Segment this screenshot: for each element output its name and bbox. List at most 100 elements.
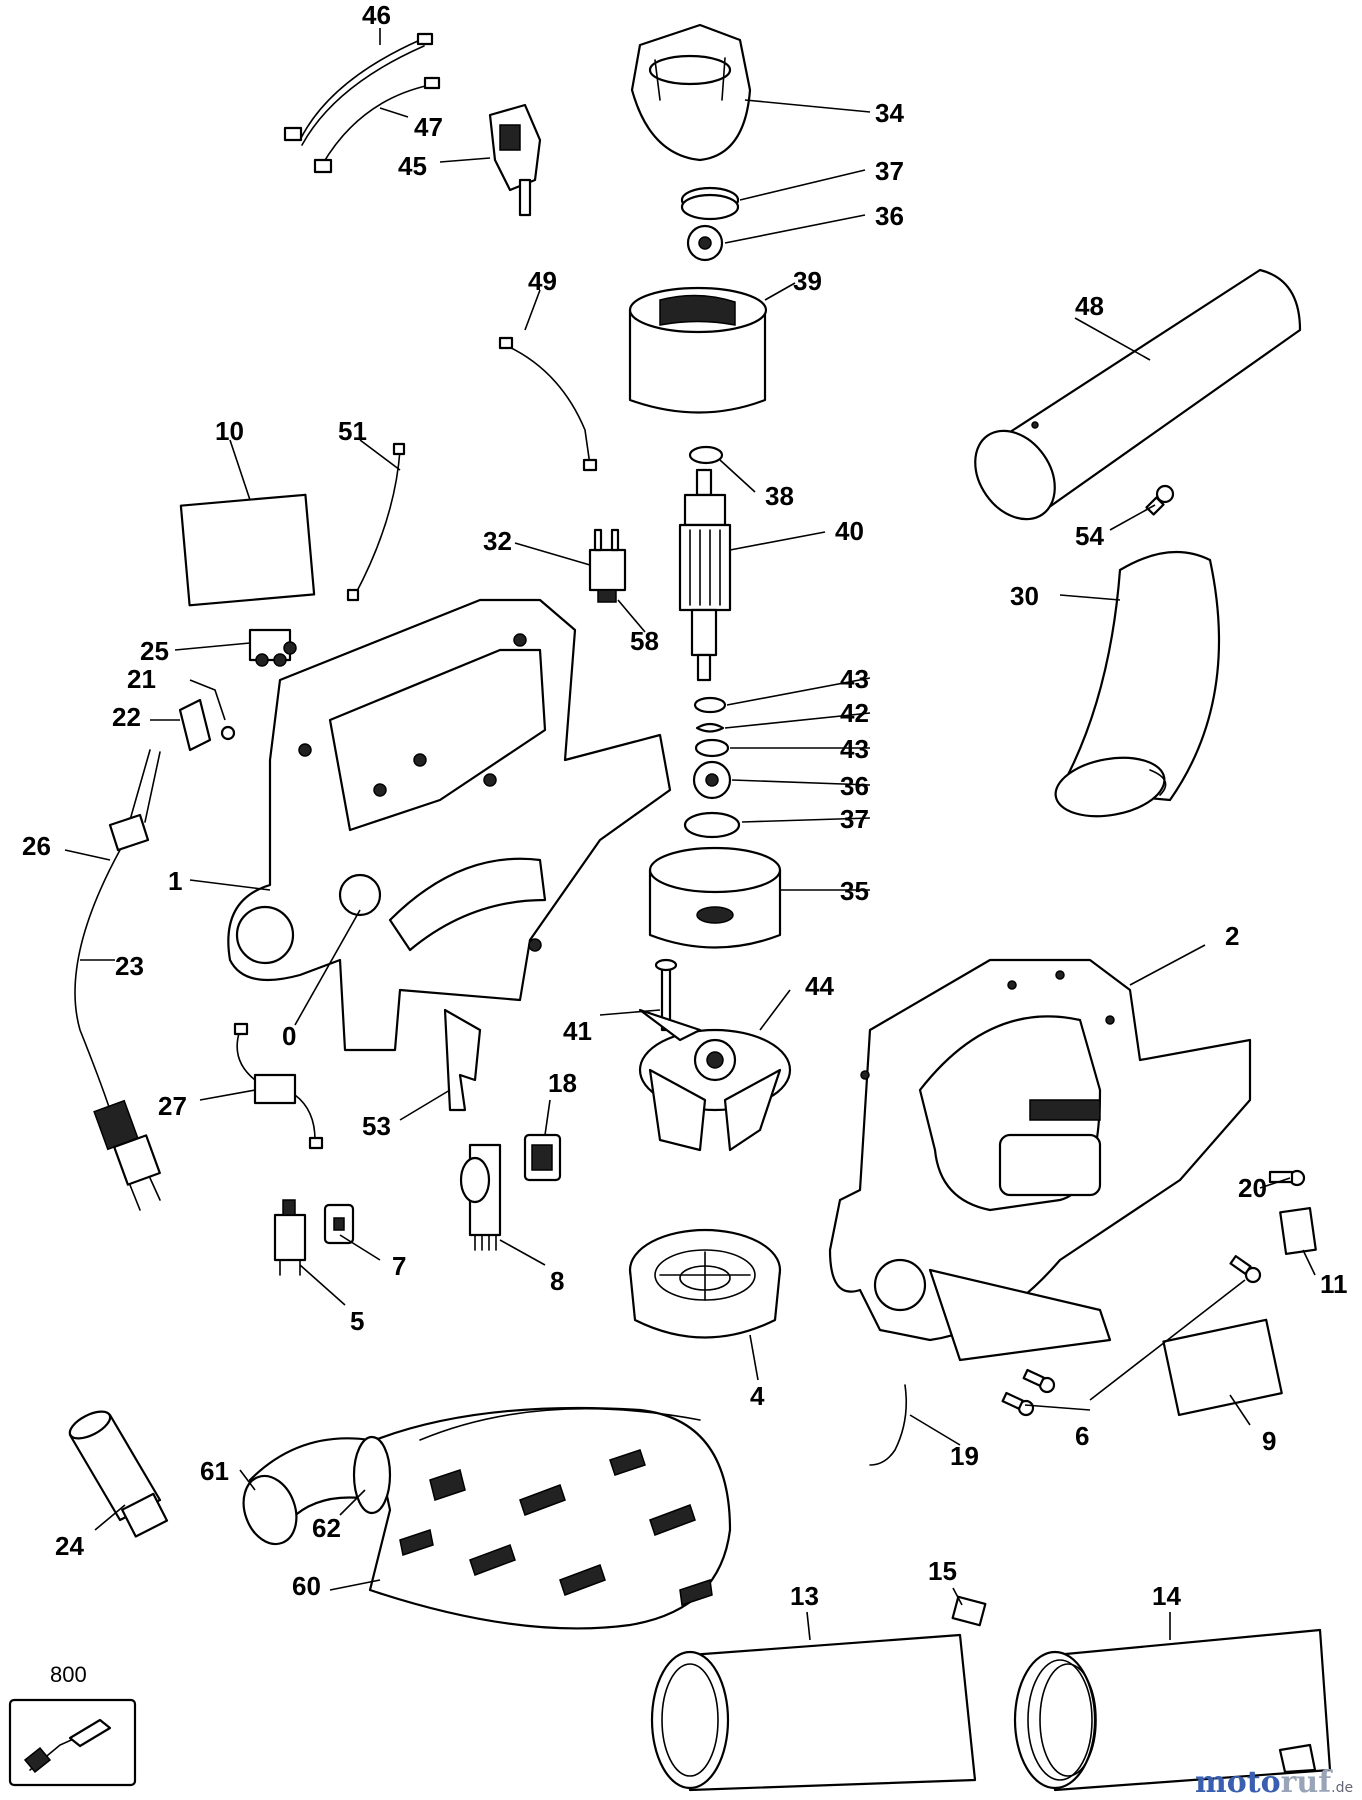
label-13: 13: [790, 1581, 819, 1611]
label-40: 40: [835, 516, 864, 546]
wire-49-icon: [504, 344, 591, 466]
label-51: 51: [338, 416, 367, 446]
label-18: 18: [548, 1068, 577, 1098]
blower-tube-icon: [974, 268, 1302, 521]
label-54: 54: [1075, 521, 1104, 551]
watermark-tld: .de: [1331, 1780, 1353, 1796]
part-drawings: [8, 23, 1332, 1792]
wire-19-icon: [869, 1384, 908, 1466]
label-800: 800: [50, 1662, 87, 1687]
label-58: 58: [630, 626, 659, 656]
label-34: 34: [875, 98, 904, 128]
bearing-bottom-icon: [683, 811, 741, 839]
label-5: 5: [350, 1306, 364, 1336]
watermark: motoruf.de: [1195, 1765, 1353, 1800]
label-4: 4: [750, 1381, 765, 1411]
clip-42-icon: [695, 722, 725, 733]
leader-lines: [64, 28, 1316, 1641]
label-61: 61: [200, 1456, 229, 1486]
label-19: 19: [950, 1441, 979, 1471]
housing-left-icon: [227, 598, 672, 1052]
switch-board-8-icon: [459, 1143, 502, 1251]
label-44: 44: [805, 971, 834, 1001]
switch-module-27-icon: [233, 1022, 324, 1150]
label-37-top: 37: [875, 156, 904, 186]
label-27: 27: [158, 1091, 187, 1121]
screw-54-icon: [1145, 484, 1175, 516]
label-45: 45: [398, 151, 427, 181]
label-32: 32: [483, 526, 512, 556]
bend-tube-icon: [1054, 550, 1221, 818]
label-15: 15: [928, 1556, 957, 1586]
screw-20-icon: [1268, 1169, 1306, 1187]
label-48: 48: [1075, 291, 1104, 321]
label-39: 39: [793, 266, 822, 296]
label-36-top: 36: [875, 201, 904, 231]
label-6: 6: [1075, 1421, 1089, 1451]
terminal-block-icon: [248, 628, 297, 667]
label-24: 24: [55, 1531, 84, 1561]
collection-bag-icon: [242, 1406, 732, 1630]
label-60: 60: [292, 1571, 321, 1601]
motor-cap-icon: [630, 23, 752, 162]
label-11-icon: [1279, 1207, 1317, 1255]
switch-5-icon: [273, 1199, 307, 1276]
label-53: 53: [362, 1111, 391, 1141]
fan-icon: [638, 1008, 792, 1152]
label-30: 30: [1010, 581, 1039, 611]
label-42: 42: [840, 698, 869, 728]
cord-clamp-icon: [178, 698, 236, 752]
screws-6-icon: [1001, 1255, 1262, 1417]
label-62: 62: [312, 1513, 341, 1543]
label-10: 10: [215, 416, 244, 446]
label-8: 8: [550, 1266, 564, 1296]
label-25: 25: [140, 636, 169, 666]
wire-46-47-icon: [283, 32, 441, 174]
label-37-bottom: 37: [840, 804, 869, 834]
field-coil-icon: [628, 286, 768, 414]
label-7: 7: [392, 1251, 406, 1281]
callout-labels: 46 47 45 34 37 36 39 49 48 10 51 38 40 5…: [22, 0, 1348, 1687]
washer-38-icon: [688, 445, 724, 465]
label-47: 47: [414, 112, 443, 142]
fan-cover-icon: [628, 1228, 782, 1339]
label-14: 14: [1152, 1581, 1181, 1611]
brush-holder-icon: [488, 103, 542, 217]
label-15-icon: [951, 1595, 987, 1627]
inset-800-icon: [8, 1698, 137, 1787]
label-9-icon: [1162, 1318, 1283, 1417]
label-49: 49: [528, 266, 557, 296]
nozzle-24-icon: [68, 1410, 169, 1538]
tube-14-icon: [1013, 1628, 1332, 1792]
tube-13-icon: [650, 1633, 977, 1792]
label-9: 9: [1262, 1426, 1276, 1456]
label-43-a: 43: [840, 664, 869, 694]
wire-51-icon: [354, 449, 401, 596]
label-38: 38: [765, 481, 794, 511]
label-23: 23: [115, 951, 144, 981]
label-26: 26: [22, 831, 51, 861]
label-1: 1: [168, 866, 182, 896]
bearing-housing-icon: [648, 846, 782, 949]
label-46: 46: [362, 0, 391, 30]
armature-icon: [678, 468, 732, 682]
label-22: 22: [112, 702, 141, 732]
label-2: 2: [1225, 921, 1239, 951]
label-plate-10-icon: [179, 493, 316, 607]
washer-43-icon: [693, 696, 727, 714]
label-35: 35: [840, 876, 869, 906]
label-36-bottom: 36: [840, 771, 869, 801]
svg-text:motoruf.de: motoruf.de: [1195, 1765, 1353, 1800]
watermark-brand-b: ruf: [1281, 1765, 1334, 1800]
plate-53-icon: [443, 1008, 482, 1112]
label-21: 21: [127, 664, 156, 694]
label-20: 20: [1238, 1173, 1267, 1203]
label-41: 41: [563, 1016, 592, 1046]
power-cord-icon: [74, 749, 161, 1211]
watermark-brand-a: moto: [1195, 1765, 1281, 1800]
label-43-b: 43: [840, 734, 869, 764]
suppressor-icon: [588, 528, 627, 603]
label-0: 0: [282, 1021, 296, 1051]
label-11: 11: [1320, 1269, 1348, 1299]
